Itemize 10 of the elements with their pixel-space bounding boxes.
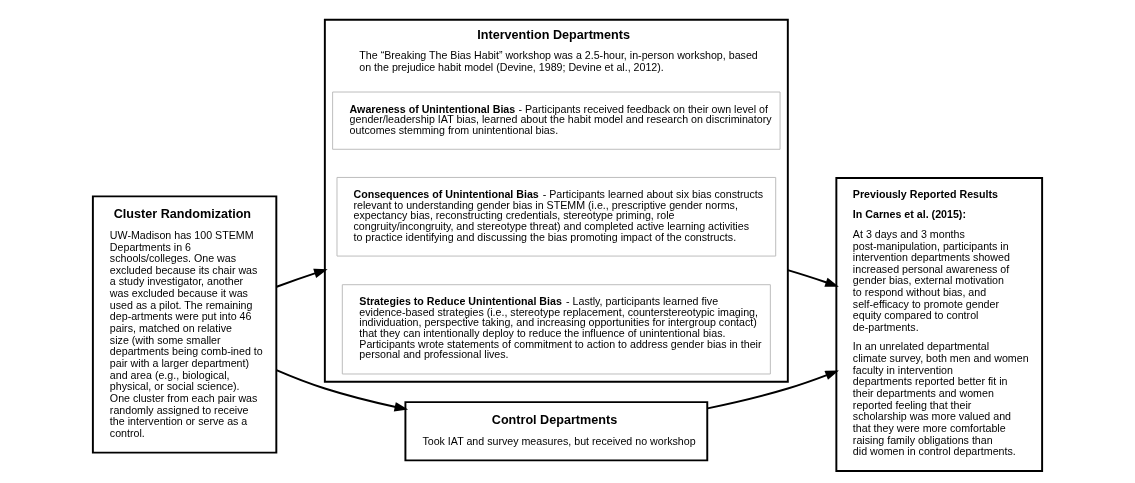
node-box: Consequences of Unintentional Bias - Participants learned about six bias constructs relevant to understanding gender bias in STEMM (i.e., prescriptive gender norms, expectancy bias, reconstructing credentials, stereotype priming, role congruity/incongruity, and stereotype threat) and completed active learning activities to practice identifying and discussing the bias promoting impact of the constructs. <box>336 176 777 257</box>
arrow <box>786 269 839 287</box>
arrow <box>275 369 409 412</box>
node-box: Previously Reported Results In Carnes et al. (2015): At 3 days and 3 months post-manipulation, participants in intervention departments showed increased personal awareness of gender bias, external motivation to respond without bias, and self-efficacy to promote gender equity compared to control de-partments. In an unrelated departmental climate survey, both men and women faculty in intervention departments reported better fit in their departments and women reported feeling that their scholarship was more valued and that they were more comfortable raising family obligations than did women in control departments. <box>835 176 1044 472</box>
arrow <box>275 268 328 288</box>
arrow <box>706 370 839 410</box>
node-box: Awareness of Unintentional Bias - Participants received feedback on their own level of gender/leadership IAT bias, learned about the habit model and research on discriminatory outcomes stemming from unintentional bias. <box>332 91 781 150</box>
node-box: Control Departments Took IAT and survey measures, but received no workshop <box>404 401 709 462</box>
node-box: Strategies to Reduce Unintentional Bias - Lastly, participants learned five evidence-based strategies (i.e., stereotype replacement, counterstereotypic imaging, individuation, perspective taking, and increasing opportunities for intergroup contact) that they can intentionally deploy to reduce the influence of unintentional bias. Participants wrote statements of commitment to action to address gender bias in their personal and professional lives. <box>341 284 771 375</box>
node-box: Cluster Randomization UW-Madison has 100 STEMM Departments in 6 schools/colleges. One was excluded because its chair was a study investigator, another was excluded because it was used as a pilot. The remaining dep-artments were put into 46 pairs, matched on relative size (with some smaller departments being comb-ined to pair with a larger department) and area (e.g., biological, physical, or social science). One cluster from each pair was randomly assigned to receive the intervention or serve as a control. <box>91 195 278 454</box>
